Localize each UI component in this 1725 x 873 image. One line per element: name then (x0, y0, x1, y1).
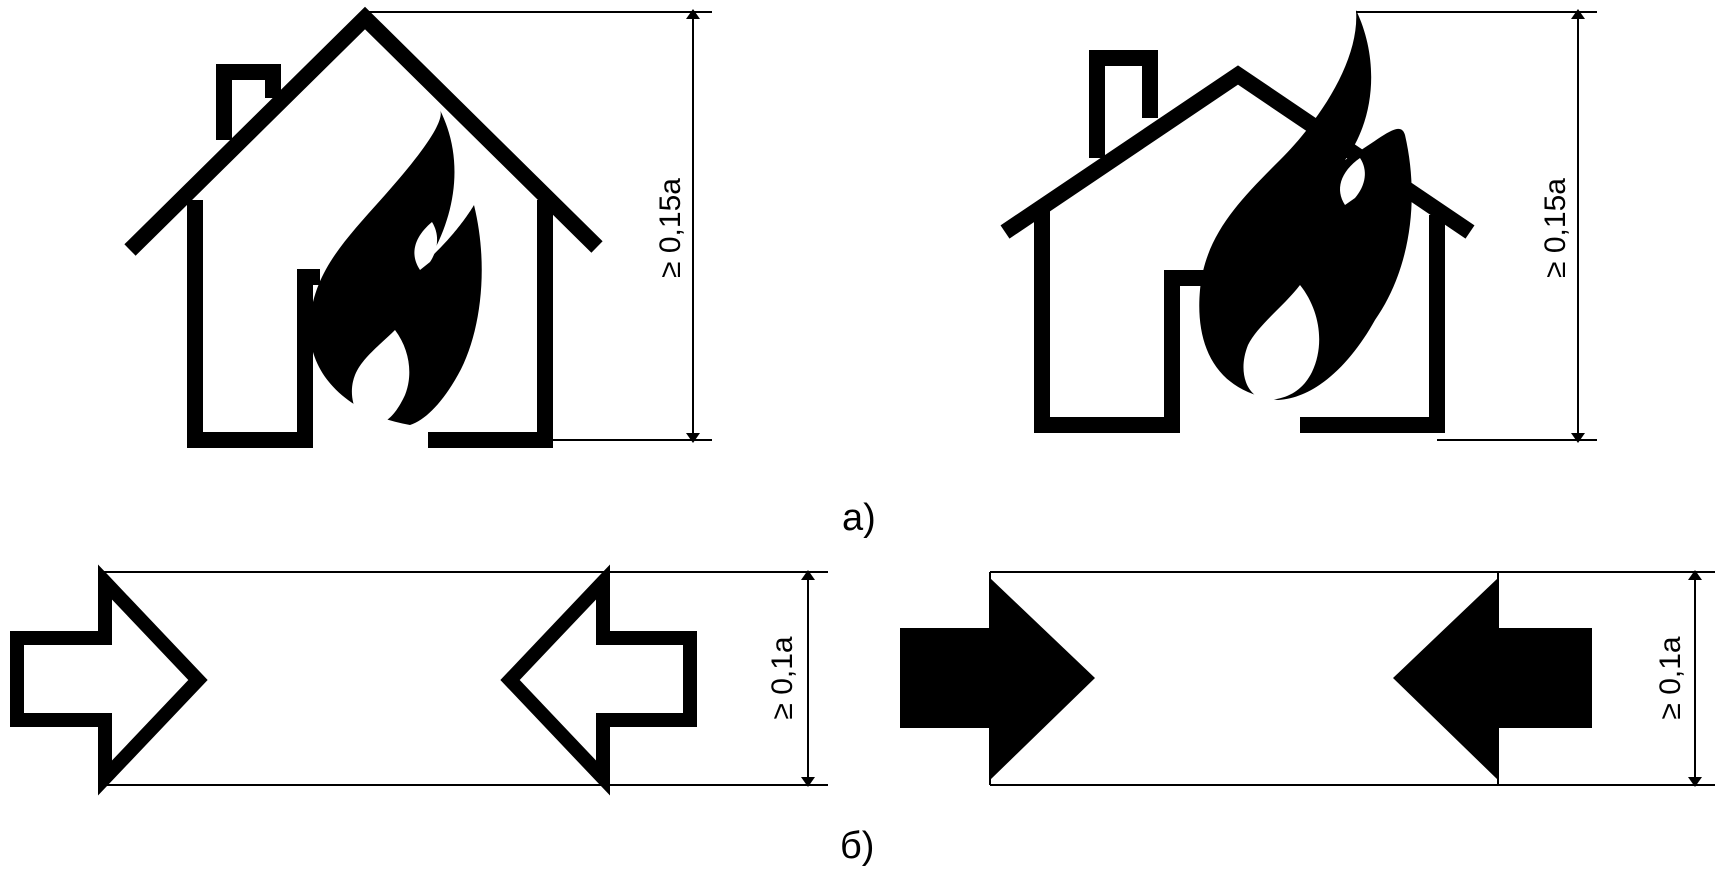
arrows-symbol-solid (900, 571, 1715, 786)
dimension-label-house-left: ≥ 0,15a (654, 178, 687, 278)
caption-a: а) (842, 497, 876, 539)
dimension-arrows-right: ≥ 0,1a (1654, 570, 1702, 787)
house-flame-out-icon (1000, 50, 1475, 433)
flame-tongue-icon (414, 222, 438, 270)
arrow-left-solid-icon (1393, 578, 1592, 780)
flame-inner-icon (1243, 285, 1320, 400)
dimension-label-house-right: ≥ 0,15a (1539, 178, 1572, 278)
flame-inner-icon (351, 330, 410, 425)
arrows-symbol-outline (10, 564, 828, 796)
dimension-house-left: ≥ 0,15a (365, 8, 712, 443)
dimension-house-right: ≥ 0,15a (1356, 8, 1597, 443)
arrow-left-outline-icon (500, 564, 697, 796)
arrow-right-solid-icon (900, 578, 1095, 780)
caption-b: б) (840, 825, 874, 867)
dimension-label-arrows-left: ≥ 0,1a (766, 636, 799, 720)
flame-icon (1199, 10, 1412, 400)
arrow-right-outline-icon (10, 564, 208, 796)
flame-icon (309, 110, 482, 425)
dimension-arrows-left: ≥ 0,1a (766, 570, 815, 787)
house-outline-icon (124, 6, 603, 448)
house-symbol-outline (124, 6, 603, 448)
house-symbol-flame-out (1000, 10, 1475, 433)
dimension-label-arrows-right: ≥ 0,1a (1654, 636, 1687, 720)
flame-tongue-icon (1340, 158, 1365, 205)
